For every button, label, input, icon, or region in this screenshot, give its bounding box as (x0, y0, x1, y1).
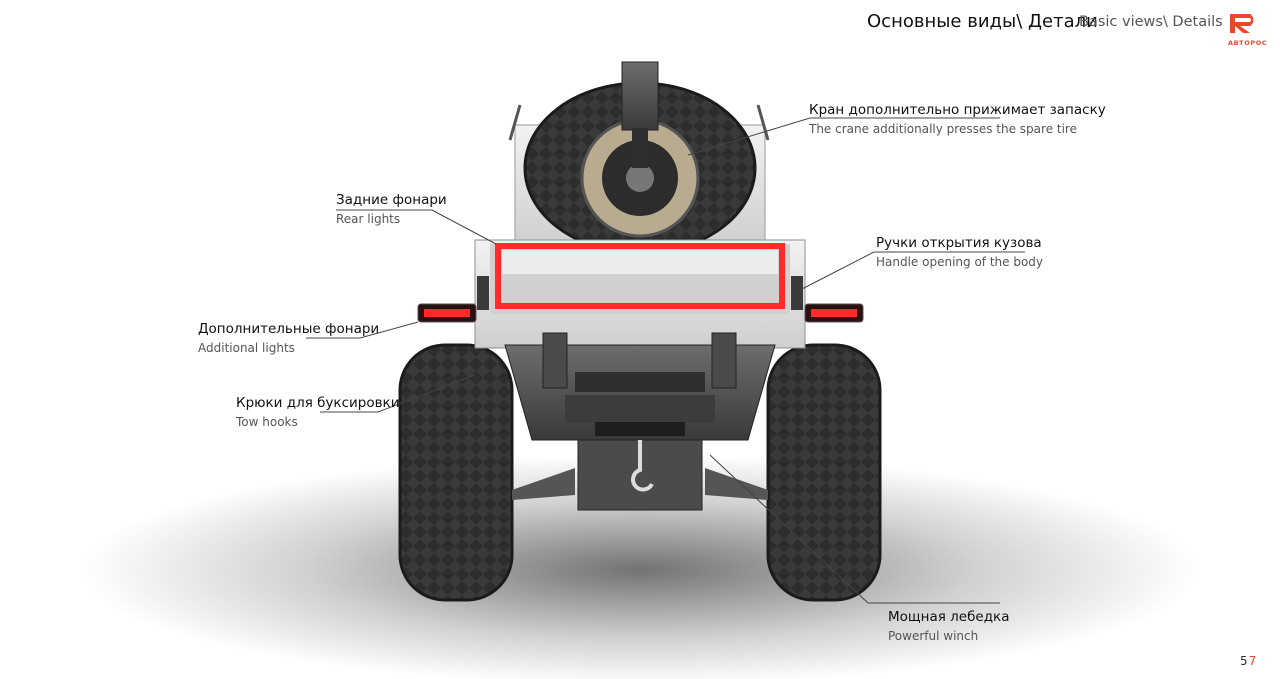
callout-winch-en: Powerful winch (888, 629, 979, 643)
callout-leader-lines (306, 117, 1025, 604)
page-title-ru: Основные виды\ Детали (867, 11, 1098, 32)
winch-hook (631, 440, 654, 492)
callout-additional-lights: Дополнительные фонари Additional lights (198, 321, 379, 355)
callout-crane-en: The crane additionally presses the spare… (809, 122, 1077, 136)
brand-logo-text: АВТОРОС (1228, 39, 1268, 47)
callout-tow-hooks-ru: Крюки для буксировки (236, 395, 400, 411)
right-tow-hook (711, 332, 737, 389)
brand-logo: АВТОРОС (1226, 12, 1268, 47)
callout-handles-en: Handle opening of the body (876, 255, 1044, 269)
tailgate-light-strip (495, 243, 785, 309)
vehicle-body (474, 239, 806, 349)
page-number: 57 (1240, 654, 1257, 668)
callout-rear-lights: Задние фонари Rear lights (336, 192, 447, 226)
callout-tow-hooks-en: Tow hooks (236, 415, 298, 429)
callout-winch: Мощная лебедка Powerful winch (888, 609, 1009, 643)
callout-tow-hooks: Крюки для буксировки Tow hooks (236, 395, 400, 429)
r-logo-icon (1230, 14, 1254, 33)
callout-rear-lights-en: Rear lights (336, 212, 401, 226)
callout-additional-lights-en: Additional lights (198, 341, 295, 355)
callout-handles: Ручки открытия кузова Handle opening of … (876, 235, 1043, 269)
callout-winch-ru: Мощная лебедка (888, 609, 1010, 625)
page-title-en: Basic views\ Details (1079, 14, 1223, 30)
crane (621, 61, 659, 168)
left-tow-hook (542, 332, 568, 389)
spare-tire (523, 81, 757, 255)
ground-shadow (80, 455, 1200, 679)
right-rear-light (791, 276, 803, 310)
callout-crane: Кран дополнительно прижимает запаску The… (809, 102, 1106, 136)
page-number-accent: 7 (1248, 654, 1258, 668)
left-rear-light (477, 276, 489, 310)
left-wheel (398, 343, 514, 602)
callout-rear-lights-ru: Задние фонари (336, 192, 447, 208)
callout-additional-lights-ru: Дополнительные фонари (198, 321, 380, 337)
callout-crane-ru: Кран дополнительно прижимает запаску (809, 102, 1106, 118)
page-number-main: 5 (1240, 654, 1249, 668)
chassis (504, 332, 776, 511)
right-wheel (766, 343, 882, 602)
callout-handles-ru: Ручки открытия кузова (876, 235, 1042, 251)
